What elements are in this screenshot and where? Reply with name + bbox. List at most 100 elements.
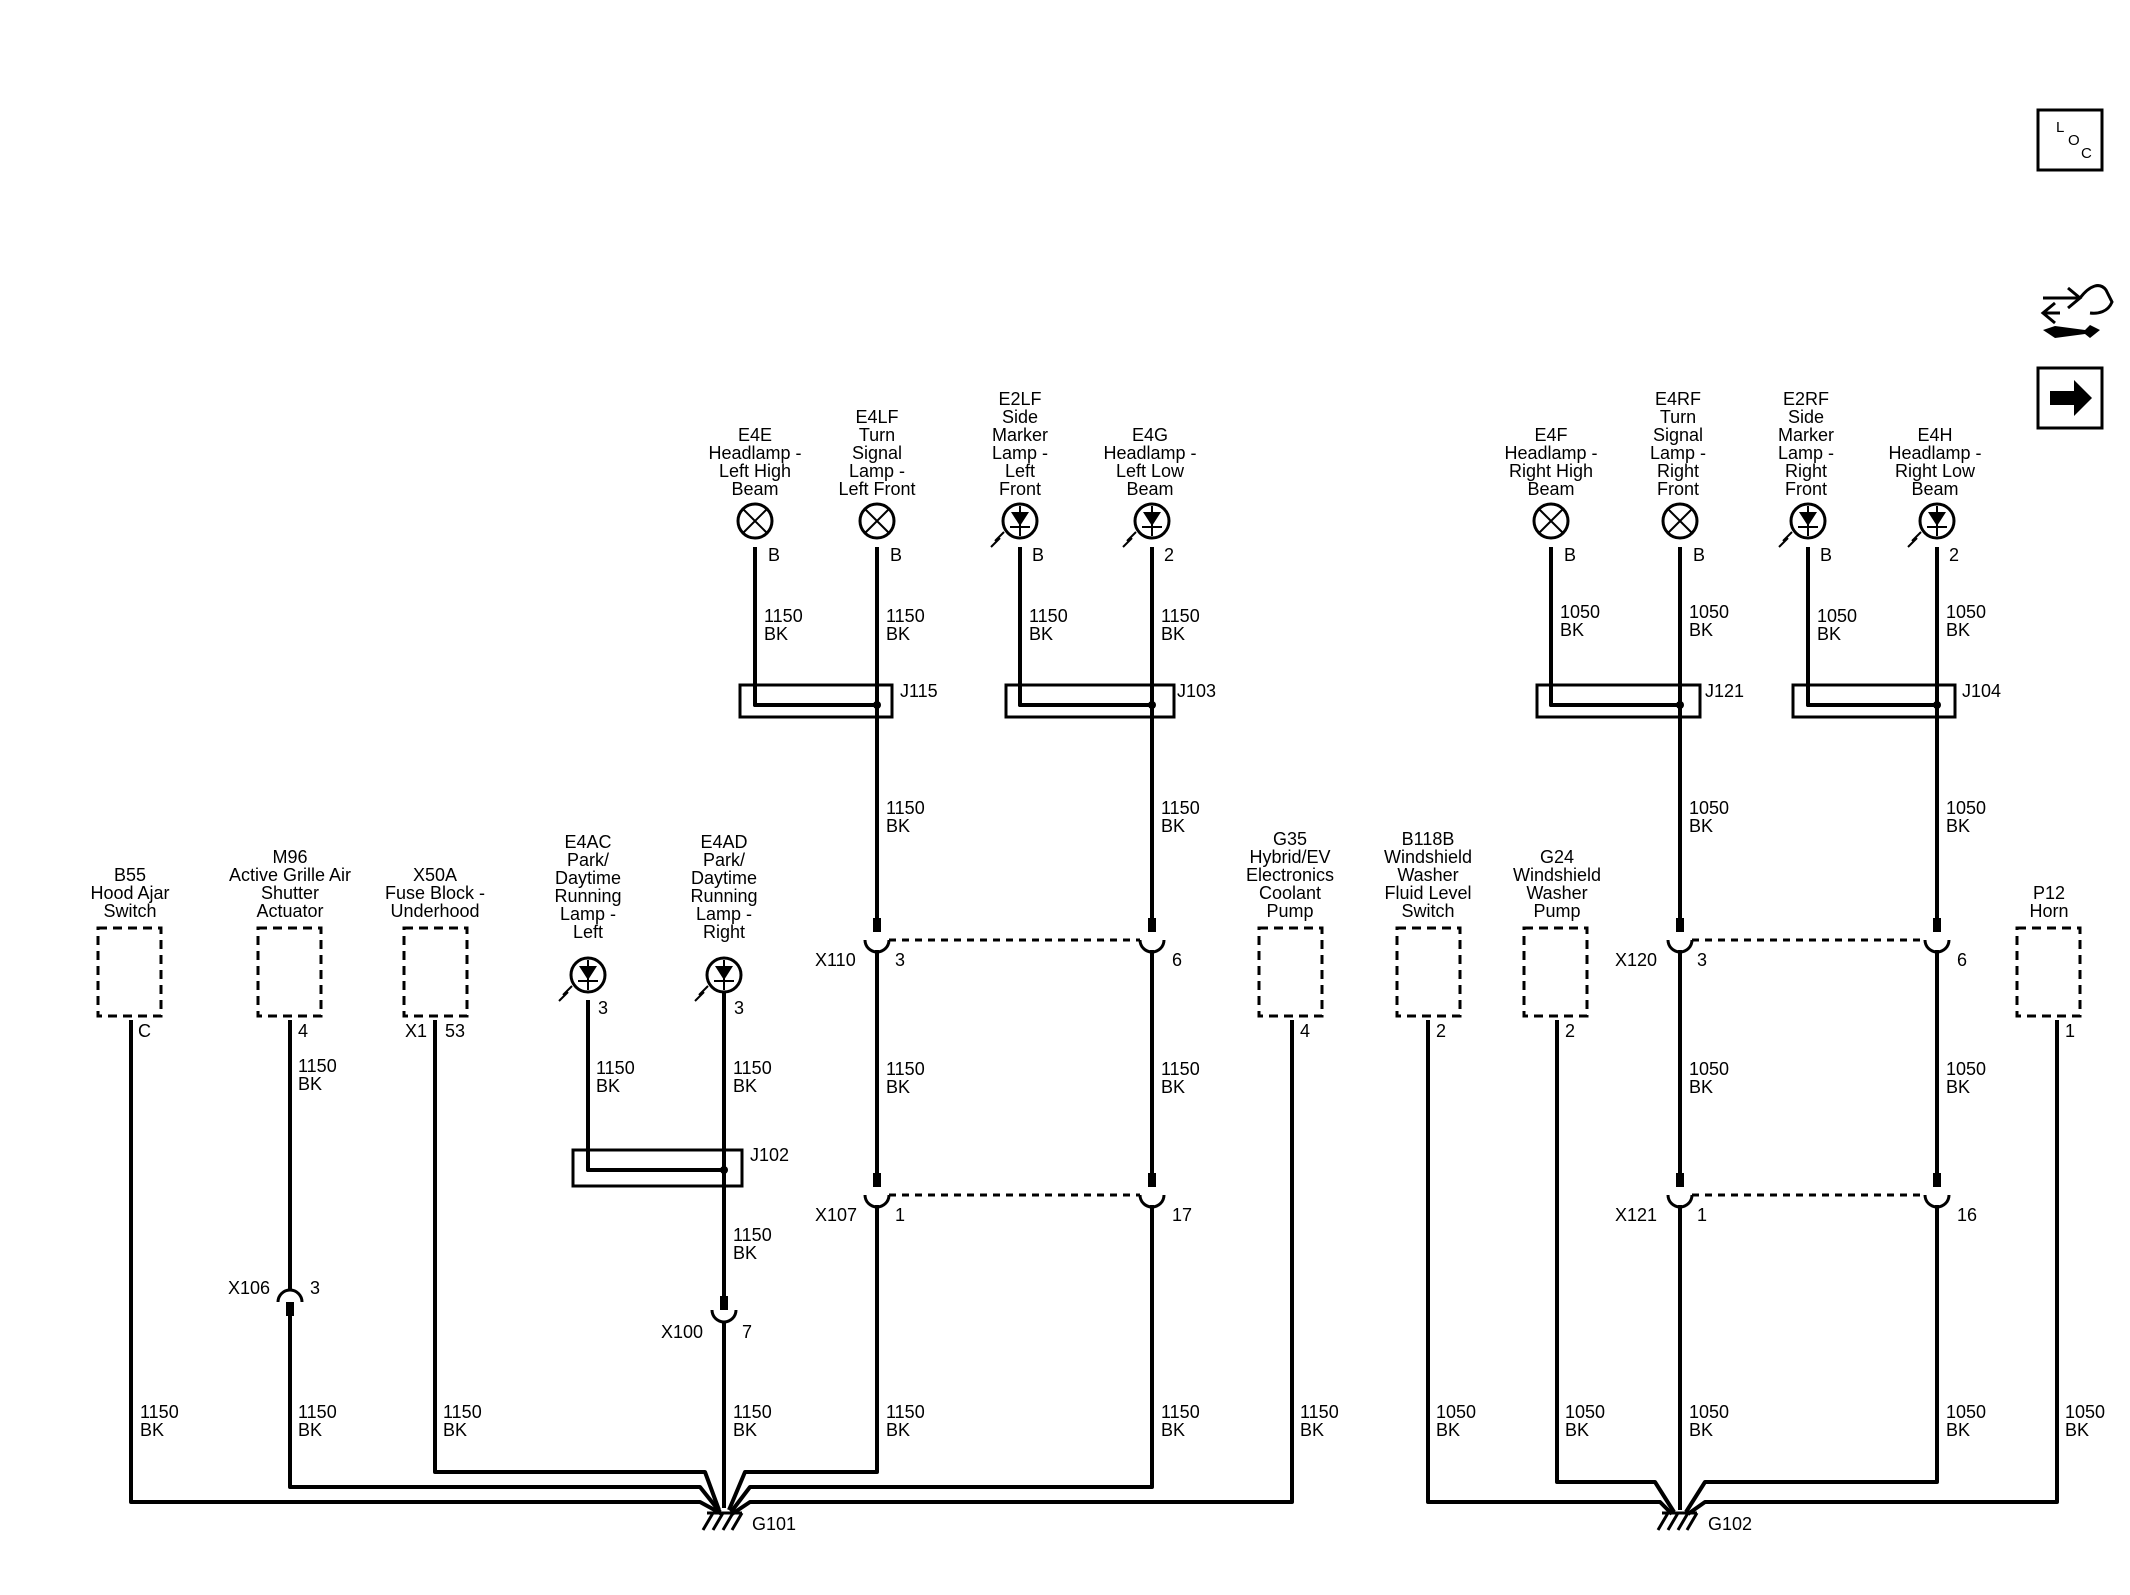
svg-text:X100: X100 [661,1322,703,1342]
connector-pin-stubs [873,918,1941,1187]
ground-g101-network [129,547,1294,1516]
svg-text:C: C [2081,145,2092,162]
lamp-e4g[interactable]: 2 [1122,502,1174,565]
arrow-right-icon[interactable] [2036,366,2104,430]
inline-connector-x120: X120 3 6 [1615,938,1967,970]
component-b118b[interactable]: 2 [1395,926,1462,1041]
svg-text:B: B [890,545,902,565]
inline-connector-x110: X110 3 6 [815,938,1182,970]
svg-text:3: 3 [310,1278,320,1298]
inline-connector-x100: X100 7 [661,1296,752,1342]
svg-text:3: 3 [598,998,608,1018]
svg-text:G102: G102 [1708,1514,1752,1534]
svg-text:J121: J121 [1705,681,1744,701]
svg-text:3: 3 [895,950,905,970]
svg-text:B: B [1693,545,1705,565]
ground-g101: G101 [701,1511,796,1534]
splice-j121: J121 [1535,547,1744,719]
splice-j102: J102 [571,1000,789,1188]
harness-icon[interactable] [2040,284,2114,338]
svg-text:4: 4 [298,1021,308,1041]
lamp-e4h[interactable]: 2 [1907,502,1959,565]
ground-g102: G102 [1656,1511,1752,1534]
svg-text:C: C [138,1021,151,1041]
component-b55[interactable]: C [96,926,163,1041]
lamp-e4ad[interactable]: 3 [694,956,744,1018]
inline-connector-x121: X121 1 16 [1615,1193,1977,1225]
svg-text:1: 1 [895,1205,905,1225]
loc-icon[interactable]: L O C [2036,108,2104,172]
svg-text:J103: J103 [1177,681,1216,701]
svg-text:J115: J115 [900,681,938,701]
component-m96[interactable]: 4 [256,926,323,1041]
svg-text:B: B [1820,545,1832,565]
svg-text:3: 3 [734,998,744,1018]
svg-text:16: 16 [1957,1205,1977,1225]
component-g35[interactable]: 4 [1257,926,1324,1041]
svg-text:J102: J102 [750,1145,789,1165]
component-g24[interactable]: 2 [1522,926,1589,1041]
splice-j103: J103 [1004,547,1216,719]
svg-text:J104: J104 [1962,681,2001,701]
svg-text:B: B [1564,545,1576,565]
svg-text:X121: X121 [1615,1205,1657,1225]
lamp-e4f[interactable]: B [1532,502,1576,565]
lamp-e4ac[interactable]: 3 [558,956,608,1018]
svg-text:2: 2 [1565,1021,1575,1041]
component-x50a[interactable]: X1 53 [402,926,469,1041]
svg-text:G101: G101 [752,1514,796,1534]
lamp-e4rf[interactable]: B [1661,502,1705,565]
lamp-e2rf[interactable]: B [1778,502,1832,565]
svg-text:B: B [768,545,780,565]
lamp-e4lf[interactable]: B [858,502,902,565]
lamp-e4e[interactable]: B [736,502,780,565]
lamp-e2lf[interactable]: B [990,502,1044,565]
svg-text:6: 6 [1172,950,1182,970]
svg-text:3: 3 [1697,950,1707,970]
svg-text:4: 4 [1300,1021,1310,1041]
component-p12[interactable]: 1 [2015,926,2082,1041]
svg-text:1: 1 [1697,1205,1707,1225]
inline-connector-x107: X107 1 17 [815,1193,1192,1225]
svg-text:2: 2 [1949,545,1959,565]
svg-text:1: 1 [2065,1021,2075,1041]
svg-text:6: 6 [1957,950,1967,970]
svg-text:X107: X107 [815,1205,857,1225]
